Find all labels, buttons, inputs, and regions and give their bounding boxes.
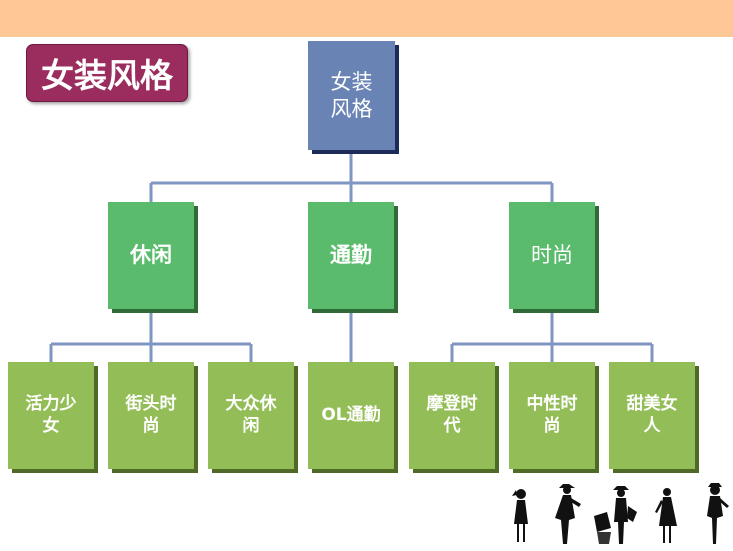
leaf-node-3: 大众休 闲 [208,362,294,469]
category-label-1: 休闲 [130,243,172,268]
leaf-1-line-2: 女 [42,415,60,436]
category-node-1: 休闲 [108,202,194,309]
top-banner [0,0,733,37]
leaf-4-line-1: OL通勤 [321,404,381,425]
leaf-1-line-1: 活力少 [25,394,77,415]
silhouette-figure-icon [555,484,581,544]
leaf-2-line-1: 街头时 [125,394,177,415]
leaf-6-line-1: 中性时 [526,394,578,415]
leaf-node-7: 甜美女 人 [609,362,695,469]
leaf-node-2: 街头时 尚 [108,362,194,469]
leaf-7-line-1: 甜美女 [626,394,678,415]
fashion-silhouettes-image [509,482,733,547]
leaf-3-line-2: 闲 [242,415,260,436]
silhouette-shopper-icon [594,486,637,544]
leaf-node-6: 中性时 尚 [509,362,595,469]
category-label-3: 时尚 [531,243,573,268]
category-label-2: 通勤 [330,243,372,268]
root-node-line-1: 女装 [330,70,373,95]
leaf-node-1: 活力少 女 [8,362,94,469]
leaf-7-line-2: 人 [643,415,661,436]
leaf-6-line-2: 尚 [543,415,561,436]
root-node-line-2: 风格 [330,96,373,121]
category-node-2: 通勤 [308,202,394,309]
leaf-3-line-1: 大众休 [225,394,277,415]
leaf-node-4: OL通勤 [308,362,394,469]
leaf-5-line-1: 摩登时 [426,394,478,415]
leaf-node-5: 摩登时 代 [409,362,495,469]
category-node-3: 时尚 [509,202,595,309]
title-badge: 女装风格 [26,44,188,102]
silhouette-figure-icon [512,489,528,542]
leaf-5-line-2: 代 [443,415,461,436]
silhouette-figure-icon [707,483,729,544]
leaf-2-line-2: 尚 [142,415,160,436]
silhouette-figure-icon [655,488,677,543]
root-node: 女装 风格 [308,41,395,150]
